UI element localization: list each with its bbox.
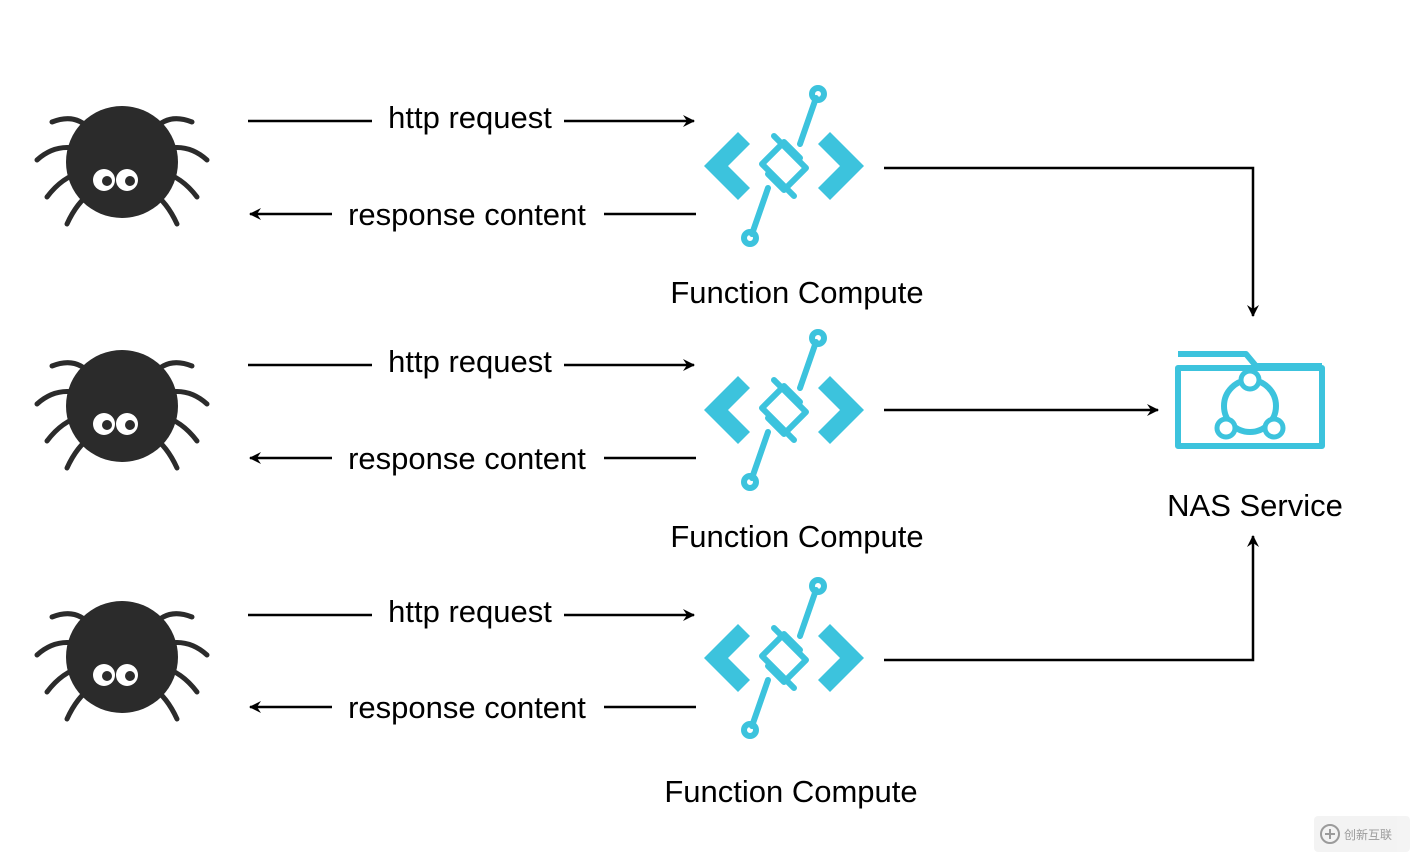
flow-row-2: http request response content Function C…	[37, 332, 924, 554]
nas-service: NAS Service	[1167, 354, 1343, 523]
spider-icon	[37, 106, 207, 224]
function-compute-icon	[704, 580, 864, 736]
connector-top	[884, 166, 1259, 317]
response-label: response content	[348, 690, 586, 725]
response-arrow: response content	[249, 690, 696, 725]
request-label: http request	[388, 100, 552, 135]
response-arrow: response content	[249, 197, 696, 232]
nas-folder-icon	[1178, 354, 1322, 446]
watermark-text: 创新互联	[1344, 827, 1392, 842]
function-compute-label: Function Compute	[664, 774, 917, 809]
connector-bottom	[884, 535, 1259, 662]
fc-to-nas-connectors	[884, 166, 1259, 662]
request-arrow: http request	[248, 344, 695, 379]
watermark-logo-icon	[1325, 829, 1335, 839]
request-label: http request	[388, 344, 552, 379]
function-compute-icon	[704, 332, 864, 488]
spider-icon	[37, 350, 207, 468]
response-label: response content	[348, 441, 586, 476]
response-arrow: response content	[249, 441, 696, 476]
request-arrow: http request	[248, 594, 695, 629]
flow-row-3: http request response content Function C…	[37, 580, 918, 809]
request-arrow: http request	[248, 100, 695, 135]
nas-service-label: NAS Service	[1167, 488, 1343, 523]
function-compute-label: Function Compute	[670, 275, 923, 310]
flow-row-1: http request response content Function C…	[37, 88, 924, 310]
function-compute-icon	[704, 88, 864, 244]
request-label: http request	[388, 594, 552, 629]
function-compute-label: Function Compute	[670, 519, 923, 554]
watermark: 创新互联	[1314, 816, 1410, 852]
response-label: response content	[348, 197, 586, 232]
spider-icon	[37, 601, 207, 719]
